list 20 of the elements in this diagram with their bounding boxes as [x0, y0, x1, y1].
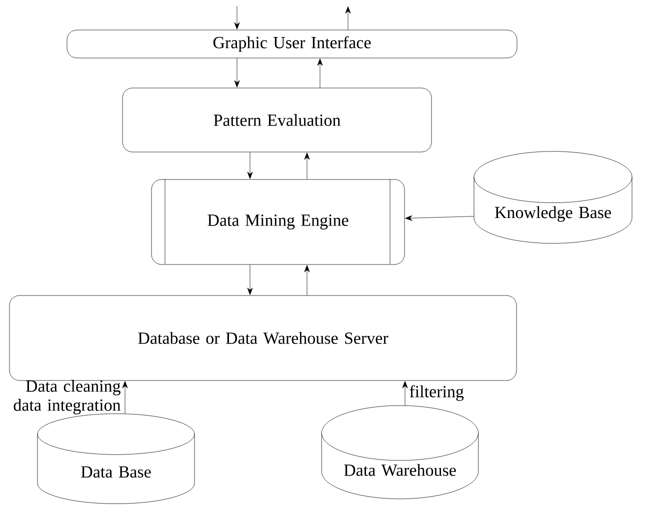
- database-cylinder: Data Base: [37, 414, 195, 504]
- engine-box: Data Mining Engine: [151, 178, 405, 265]
- arrow: [247, 152, 253, 179]
- database-cylinder: Data Warehouse: [321, 405, 479, 500]
- process-box: Pattern Evaluation: [122, 88, 432, 152]
- arrow: [247, 264, 253, 295]
- arrow: [345, 6, 351, 30]
- arrow: [304, 265, 310, 296]
- arrow: [402, 381, 408, 406]
- arrow: [234, 6, 240, 30]
- database-cylinder: Knowledge Base: [474, 151, 632, 244]
- arrow: [122, 381, 128, 414]
- edge-label: Data cleaning data integration: [14, 380, 121, 414]
- arrow: [234, 58, 240, 88]
- arrow: [405, 215, 474, 221]
- arrow: [304, 152, 310, 180]
- process-box: Graphic User Interface: [66, 30, 518, 58]
- arrow: [317, 58, 323, 88]
- edge-label: filtering: [410, 385, 464, 401]
- process-box: Database or Data Warehouse Server: [9, 295, 517, 381]
